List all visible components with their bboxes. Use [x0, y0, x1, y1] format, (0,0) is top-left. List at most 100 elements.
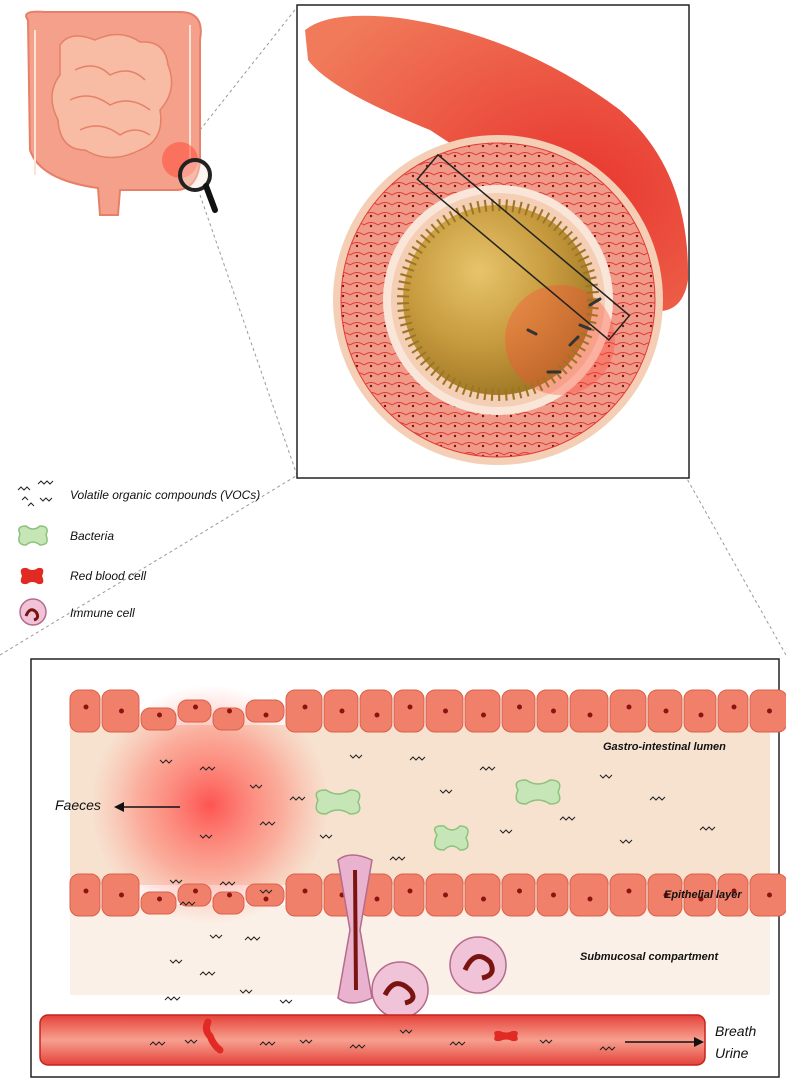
- epithelial-cell: [212, 707, 245, 731]
- voc-molecule: [259, 889, 273, 894]
- submucosal-label: Submucosal compartment: [580, 951, 719, 963]
- cell-nucleus: [663, 892, 669, 898]
- legend-bacteria-label: Bacteria: [70, 529, 115, 543]
- voc-molecule: [449, 1041, 466, 1046]
- cell-nucleus: [626, 888, 632, 894]
- voc-molecule: [409, 756, 426, 761]
- epithelial-cell: [717, 873, 749, 917]
- voc-molecule: [169, 879, 183, 884]
- voc-molecule: [349, 754, 363, 759]
- voc-molecule: [244, 936, 261, 941]
- voc-molecule: [619, 839, 633, 844]
- voc-molecule: [289, 796, 306, 801]
- cell-nucleus: [698, 712, 704, 718]
- cell-nucleus: [481, 712, 486, 718]
- legend-red-blood-cell-label: Red blood cell: [70, 569, 147, 583]
- voc-molecule: [239, 989, 253, 994]
- epithelial-cell: [359, 689, 393, 733]
- urine-label: Urine: [715, 1045, 749, 1061]
- cell-nucleus: [731, 888, 737, 894]
- epithelial-cell: [569, 689, 609, 733]
- cell-nucleus: [83, 704, 89, 710]
- voc-molecule: [164, 996, 181, 1001]
- cell-nucleus: [767, 892, 772, 898]
- epithelial-cell: [609, 873, 647, 917]
- voc-molecule: [259, 1041, 276, 1046]
- voc-molecule: [439, 789, 453, 794]
- voc-molecule: [249, 784, 263, 789]
- voc-molecule: [559, 816, 576, 821]
- cell-nucleus: [407, 888, 413, 894]
- voc-molecule: [169, 959, 183, 964]
- cell-nucleus: [551, 892, 556, 898]
- voc-molecule: [209, 934, 223, 939]
- cell-nucleus: [626, 704, 632, 710]
- epithelial-cell: [245, 883, 285, 907]
- epithelial-layer-top: [69, 689, 786, 733]
- cell-nucleus: [698, 896, 704, 902]
- voc-molecule: [399, 1029, 413, 1034]
- voc-molecule: [199, 834, 213, 839]
- cell-nucleus: [731, 704, 737, 710]
- epithelial-cell: [569, 873, 609, 917]
- epithelial-cell: [393, 873, 425, 917]
- faeces-arrow: [114, 802, 180, 812]
- faeces-label: Faeces: [55, 797, 101, 813]
- cell-nucleus: [227, 708, 232, 714]
- cell-nucleus: [517, 704, 522, 710]
- voc-molecule: [319, 834, 333, 839]
- cell-nucleus: [119, 708, 124, 714]
- cell-nucleus: [767, 708, 772, 714]
- voc-molecule: [199, 766, 216, 771]
- voc-molecule: [219, 881, 236, 886]
- epithelial-cell: [245, 699, 285, 723]
- intestine-icon: [25, 10, 202, 216]
- epithelial-cell: [69, 689, 101, 733]
- cell-nucleus: [193, 888, 198, 894]
- voc-molecule: [159, 759, 173, 764]
- immune-cell-legend-icon: [19, 598, 47, 626]
- immune-cells: [337, 854, 507, 1019]
- epithelial-cell: [464, 873, 501, 917]
- lumen-bacteria: [315, 779, 561, 851]
- bacteria-legend-icon: [18, 525, 48, 546]
- voc-molecule: [279, 999, 293, 1004]
- cell-nucleus: [157, 712, 162, 718]
- epithelial-cell: [501, 873, 536, 917]
- voc-molecule: [349, 1044, 366, 1049]
- epithelial-cell: [285, 689, 323, 733]
- voc-molecule: [149, 1041, 166, 1046]
- cell-nucleus: [302, 888, 308, 894]
- epithelial-cell: [683, 873, 717, 917]
- voc-molecule: [599, 774, 613, 779]
- red-blood-cell-legend-icon: [20, 567, 44, 585]
- voc-molecule: [299, 1039, 313, 1044]
- cell-nucleus: [339, 708, 345, 714]
- cell-nucleus: [119, 892, 124, 898]
- lumen-label: Gastro-intestinal lumen: [603, 741, 726, 753]
- epithelial-cell: [212, 891, 245, 915]
- voc-molecule: [649, 796, 666, 801]
- voc-molecule: [389, 856, 406, 861]
- cell-nucleus: [263, 712, 269, 718]
- voc-molecule: [199, 971, 216, 976]
- blood-vessel: [39, 1014, 706, 1066]
- cell-nucleus: [302, 704, 308, 710]
- cell-nucleus: [83, 888, 89, 894]
- epithelial-cell: [683, 689, 717, 733]
- epithelial-cell: [501, 689, 536, 733]
- cell-nucleus: [157, 896, 162, 902]
- voc-molecule: [599, 1046, 616, 1051]
- legend-immune-cell-label: Immune cell: [70, 606, 135, 620]
- voc-molecule: [699, 826, 716, 831]
- cell-nucleus: [443, 708, 448, 714]
- cell-nucleus: [663, 708, 669, 714]
- epithelial-cell: [177, 699, 212, 723]
- cell-nucleus: [193, 704, 198, 710]
- epithelial-cell: [717, 689, 749, 733]
- voc-molecule: [184, 1039, 198, 1044]
- cell-nucleus: [551, 708, 556, 714]
- cell-nucleus: [407, 704, 413, 710]
- voc-legend-icon: [17, 480, 54, 507]
